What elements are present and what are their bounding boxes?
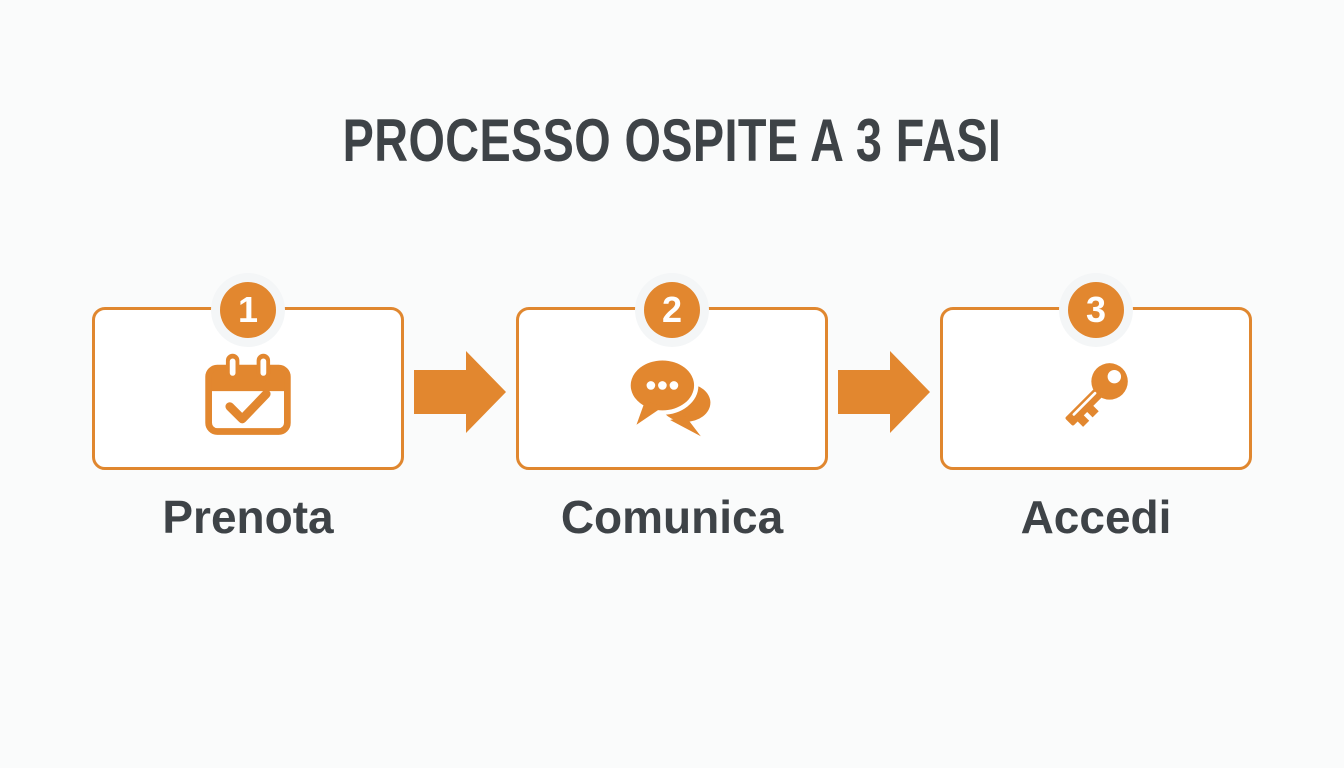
step-label-comunica: Comunica	[560, 491, 784, 543]
step-label-accedi: Accedi	[1020, 491, 1172, 543]
step-number-badge-1: 1	[220, 282, 276, 338]
right-arrow-icon	[838, 351, 930, 438]
chat-bubbles-icon	[624, 347, 720, 443]
step-prenota: 1 Prenota	[92, 282, 404, 544]
process-steps-row: 1 Prenota	[92, 282, 1252, 544]
step-label-prenota: Prenota	[162, 491, 334, 543]
step-number-badge-2: 2	[644, 282, 700, 338]
step-accedi: 3 Accedi	[940, 282, 1252, 544]
step-number-badge-3: 3	[1068, 282, 1124, 338]
step-card-3: 3	[940, 282, 1252, 470]
step-card-2: 2	[516, 282, 828, 470]
calendar-check-icon	[200, 347, 296, 443]
step-comunica: 2 Comunica	[516, 282, 828, 544]
key-icon	[1048, 347, 1144, 443]
page-title: PROCESSO OSPITE A 3 FASI	[342, 107, 1002, 174]
right-arrow-icon	[414, 351, 506, 438]
step-card-1: 1	[92, 282, 404, 470]
